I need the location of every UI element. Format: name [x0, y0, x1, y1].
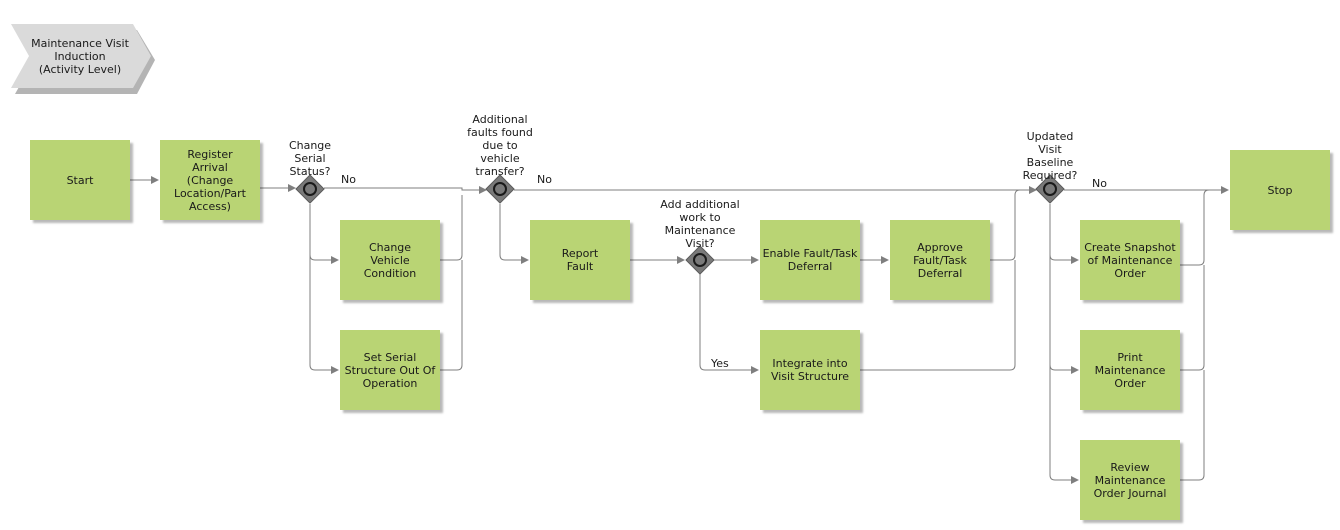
connector	[1180, 189, 1210, 266]
gateway-label-change-serial: Change Serial Status?	[288, 139, 332, 178]
header-chevron	[11, 24, 151, 88]
edge-label-no: No	[537, 172, 552, 186]
edge-label-no: No	[341, 172, 356, 186]
gateway-change-serial	[295, 174, 325, 204]
step-label: Report Fault	[561, 247, 599, 273]
connector	[499, 204, 529, 264]
connector	[990, 189, 1021, 261]
connector	[309, 204, 339, 264]
step-label: Set Serial Structure Out Of Operation	[344, 350, 436, 390]
step-review-journal: Review Maintenance Order Journal	[1080, 440, 1180, 520]
step-create-snapshot: Create Snapshot of Maintenance Order	[1080, 220, 1180, 300]
gateway-label-updated-baseline: Updated Visit Baseline Required?	[1022, 130, 1078, 182]
step-start: Start	[30, 140, 130, 220]
connector	[1180, 265, 1205, 371]
step-stop: Stop	[1230, 150, 1330, 230]
connector	[1180, 370, 1205, 481]
connector	[440, 195, 463, 261]
step-label: Integrate into Visit Structure	[770, 357, 850, 383]
step-label: Review Maintenance Order Journal	[1093, 460, 1167, 500]
connector	[699, 274, 759, 374]
connector	[860, 260, 1016, 371]
gateway-updated-baseline	[1035, 174, 1065, 204]
gateway-label-additional-faults: Additional faults found due to vehicle t…	[467, 113, 533, 178]
connector	[309, 255, 339, 374]
step-print-order: Print Maintenance Order	[1080, 330, 1180, 410]
connector	[1049, 255, 1079, 374]
step-label: Approve Fault/Task Deferral	[913, 240, 967, 280]
connector	[440, 260, 463, 371]
step-report-fault: Report Fault	[530, 220, 630, 300]
gateway-label-add-work: Add additional work to Maintenance Visit…	[660, 198, 740, 250]
connector	[1049, 204, 1079, 264]
step-change-vehicle-condition: Change Vehicle Condition	[340, 220, 440, 300]
step-label: Start	[66, 173, 94, 187]
step-label: Create Snapshot of Maintenance Order	[1084, 240, 1176, 280]
step-integrate-visit: Integrate into Visit Structure	[760, 330, 860, 410]
gateway-additional-faults	[485, 174, 515, 204]
header-title: Maintenance Visit Induction (Activity Le…	[31, 36, 129, 76]
step-set-serial-structure: Set Serial Structure Out Of Operation	[340, 330, 440, 410]
edge-label-yes: Yes	[711, 356, 729, 370]
step-label: Stop	[1267, 183, 1293, 197]
edge-label-no: No	[1092, 176, 1107, 190]
step-enable-deferral: Enable Fault/Task Deferral	[760, 220, 860, 300]
step-label: Register Arrival (Change Location/Part A…	[174, 147, 246, 213]
step-label: Change Vehicle Condition	[363, 240, 417, 280]
connector	[324, 186, 487, 194]
step-label: Enable Fault/Task Deferral	[762, 247, 858, 273]
connector	[1049, 365, 1079, 484]
step-label: Print Maintenance Order	[1094, 350, 1166, 390]
step-approve-deferral: Approve Fault/Task Deferral	[890, 220, 990, 300]
step-register-arrival: Register Arrival (Change Location/Part A…	[160, 140, 260, 220]
gateway-add-work	[685, 245, 715, 275]
